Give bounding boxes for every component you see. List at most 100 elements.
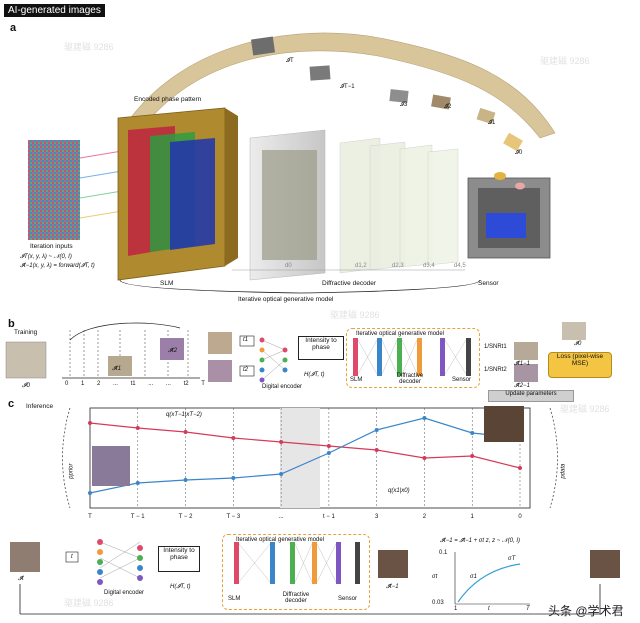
b-axis-ticks: 0 1 2 ... t1 ... ... t2 T (65, 381, 205, 387)
distance-d34: d3,4 (423, 263, 435, 269)
red-series-point (470, 454, 475, 458)
b-snr1: 1/SNRt1 (484, 344, 507, 350)
b-tick: T (201, 381, 205, 387)
blue-series-point (183, 478, 188, 482)
c-x-tick: T − 3 (226, 514, 241, 520)
red-series-point (135, 426, 140, 430)
panel-b-label: b (8, 318, 15, 330)
watermark: 驱建磁 9286 (64, 42, 114, 52)
b-tick: t2 (183, 381, 189, 387)
watermark: 驱建磁 9286 (330, 310, 380, 320)
b-digital-encoder: Digital encoder (262, 384, 303, 390)
c-model-box (222, 534, 370, 610)
c-sigma-t: σt (432, 574, 438, 580)
blue-series-point (88, 491, 92, 495)
blue-series-point (135, 481, 140, 485)
b-it2-label: 𝓘t2 (168, 348, 178, 354)
curve-label-0: 𝓘0 (515, 150, 523, 156)
distance-d45: d4,5 (454, 263, 466, 269)
b-t1: t1 (243, 337, 249, 343)
c-h: H(𝓘T, t) (170, 584, 191, 590)
c-x-mid: t (488, 606, 490, 612)
c-x-tick: 1 (470, 514, 474, 520)
update-parameters-button: Update parameters (488, 390, 574, 402)
b-tick: t1 (130, 381, 136, 387)
panel-c-pipeline (10, 539, 620, 615)
distance-d23: d2,3 (392, 263, 404, 269)
c-x-tick: T − 2 (178, 514, 193, 520)
iteration-inputs-label: Iteration inputs (30, 243, 73, 250)
film-ribbon (119, 32, 556, 144)
c-q-bottom: q(x1|x0) (388, 488, 410, 494)
curve-label-T-1: 𝓘T−1 (340, 84, 355, 90)
c-x-tick: ... (278, 514, 284, 520)
c-x-left: 1 (454, 606, 458, 612)
c-y-bottom: 0.03 (432, 600, 444, 606)
b-tick: 1 (80, 381, 85, 387)
curve-label-1: 𝓘1 (488, 120, 496, 126)
c-q-top: q(xT−1|xT−2) (166, 412, 202, 418)
c-slm: SLM (228, 596, 241, 602)
c-x-tick: t − 1 (322, 514, 335, 520)
c-y-top: 0.1 (439, 550, 448, 556)
frame-T (250, 36, 276, 56)
b-h: H(𝓘T, t) (304, 372, 325, 378)
slm-label: SLM (160, 280, 174, 287)
blue-series-point (374, 428, 379, 432)
panel-c-label: c (8, 398, 15, 410)
b-tick: ... (112, 381, 118, 387)
sensor-label: Sensor (478, 280, 499, 287)
red-series-point (183, 430, 188, 434)
b-t2: t2 (243, 367, 249, 373)
curve-label-3: 𝓘3 (400, 102, 408, 108)
c-it-hat: 𝓘̂t−1 (386, 584, 399, 590)
data-butterfly-image (484, 406, 524, 442)
blue-series-point (326, 451, 331, 455)
c-intensity-to-phase: Intensity to phase (158, 546, 200, 572)
red-series-point (422, 456, 427, 460)
b-snr2: 1/SNRt2 (484, 367, 507, 373)
b-it1-label: 𝓘t1 (112, 366, 122, 372)
panel-b-figure (5, 322, 586, 383)
blue-series-point (470, 431, 475, 435)
frame-0 (503, 132, 523, 152)
red-series-point (279, 440, 284, 444)
c-it: 𝓘t (18, 576, 24, 582)
red-series-point (374, 448, 379, 452)
c-x-tick: 3 (374, 514, 379, 520)
c-x-tick: T − 1 (130, 514, 145, 520)
frame-1 (476, 107, 496, 125)
watermark: 驱建磁 9286 (560, 404, 610, 414)
curve-label-T: 𝓘T (286, 58, 294, 64)
red-series-point (326, 444, 331, 448)
c-formula: 𝓘t−1 = 𝓘̂t−1 + σt z, z ~ 𝒩(0, I) (440, 538, 521, 544)
curve-label-2: 𝓘2 (444, 104, 452, 110)
c-digital-encoder: Digital encoder (104, 590, 145, 596)
c-p-prior: pprior (68, 463, 75, 479)
distance-d12: d1,2 (355, 263, 367, 269)
c-sigma-T: σT (508, 556, 516, 562)
b-tick: ... (148, 381, 154, 387)
distance-d0: d0 (285, 263, 292, 269)
blue-series-line (89, 417, 521, 494)
red-series-point (88, 421, 92, 425)
b-tick: 2 (96, 381, 101, 387)
frame-2 (431, 94, 451, 110)
red-series-point (231, 436, 236, 440)
b-decoder: Diffractive decoder (396, 373, 424, 386)
watermark: 驱建磁 9286 (540, 56, 590, 66)
inference-chart (62, 406, 558, 509)
blue-series-point (231, 476, 236, 480)
b-tick: 0 (65, 381, 69, 387)
model-label: Iterative optical generative model (238, 296, 334, 303)
b-hat1: 𝓘̂t1−1 (514, 361, 530, 367)
inference-label: Inference (26, 403, 54, 410)
eq-forward: 𝓘t−1(x, y, λ) = forward(𝓘T, t) (20, 263, 95, 269)
c-x-tick: T (88, 514, 92, 520)
b-tick: ... (165, 381, 171, 387)
b-sensor: Sensor (452, 377, 472, 383)
red-series-line (89, 422, 521, 469)
blue-series-point (422, 416, 427, 420)
header-tag: AI-generated images (4, 4, 105, 17)
